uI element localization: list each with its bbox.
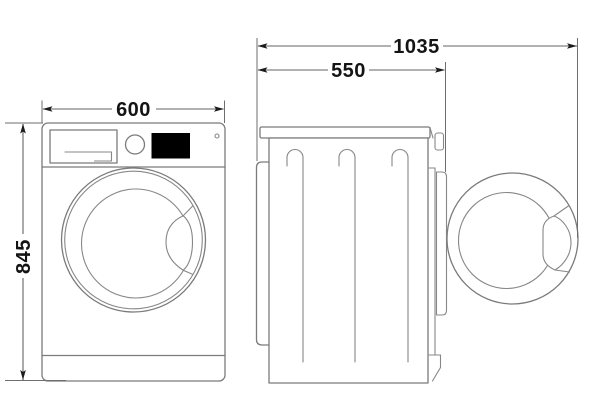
depth-open-arrow-right [567, 43, 577, 49]
height-value: 845 [13, 239, 35, 274]
open-door-outer [446, 172, 579, 305]
height-dimension: 845 [5, 122, 66, 381]
depth-open-arrow-left [257, 43, 268, 49]
depth-arrow-right [435, 67, 445, 73]
door-rim-inner [64, 170, 203, 310]
side-view [255, 126, 579, 384]
dimension-annotations: 600 845 1035 55 [5, 36, 578, 381]
door-rim-outer [60, 167, 207, 313]
width-value: 600 [116, 99, 151, 121]
detergent-drawer-handle [64, 151, 113, 162]
display-screen [151, 133, 190, 159]
front-bottom-chamfer [431, 354, 442, 382]
side-body-outline [268, 137, 429, 384]
door-hinge-plate [435, 171, 448, 316]
side-lid-front-slant [429, 126, 434, 139]
side-top-lid [259, 126, 431, 139]
width-arrow-right [214, 106, 224, 112]
side-panel-rib-1 [286, 149, 304, 363]
side-panel-rib-2 [338, 149, 356, 363]
depth-door-open-value: 1035 [393, 36, 440, 58]
power-led [214, 133, 220, 139]
door-handle-lower-edge [182, 269, 194, 276]
side-panel-edge-tab [434, 132, 445, 151]
front-body-outline [41, 122, 226, 382]
depth-arrow-left [257, 67, 268, 73]
depth-dimension: 550 [257, 60, 446, 172]
open-door-handle-lower-edge [554, 269, 571, 273]
front-view [41, 122, 226, 382]
width-dimension: 600 [41, 99, 225, 123]
width-arrow-left [42, 106, 53, 112]
door-handle-upper-edge [182, 205, 194, 217]
detergent-drawer [49, 129, 118, 164]
height-arrow-top [20, 123, 26, 134]
height-arrow-bottom [20, 370, 26, 380]
side-panel-rib-3 [391, 149, 409, 363]
depth-value: 550 [331, 60, 366, 82]
depth-door-open-dimension: 1035 [256, 36, 578, 238]
open-door-handle-upper-edge [553, 204, 570, 217]
rear-bulge [255, 161, 270, 346]
program-knob [124, 134, 146, 155]
